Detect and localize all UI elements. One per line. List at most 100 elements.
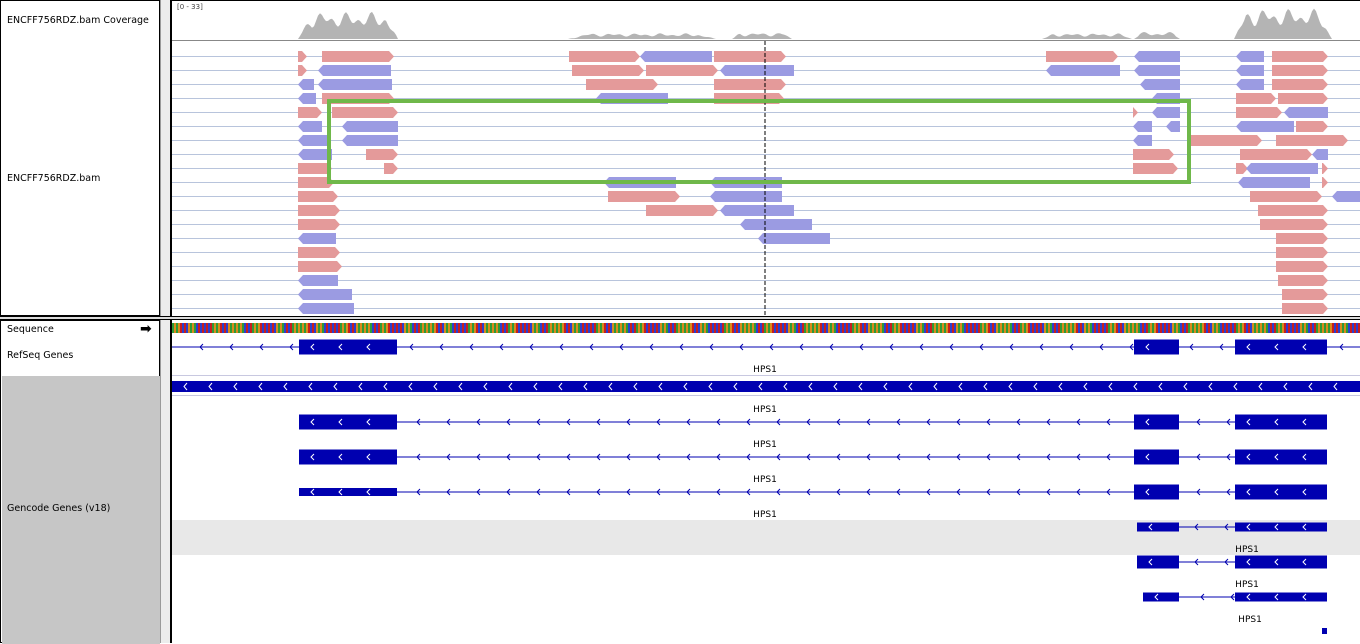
exon-block[interactable] — [1235, 555, 1327, 569]
alignment-track-label[interactable]: ENCFF756RDZ.bam — [7, 173, 101, 184]
aligned-read[interactable] — [1276, 135, 1348, 146]
aligned-read[interactable] — [1246, 163, 1318, 174]
aligned-read[interactable] — [298, 261, 342, 272]
aligned-read[interactable] — [1140, 79, 1180, 90]
aligned-read[interactable] — [1322, 177, 1328, 188]
aligned-read[interactable] — [1236, 79, 1264, 90]
exon-block[interactable] — [1235, 414, 1327, 430]
aligned-read[interactable] — [318, 65, 391, 76]
aligned-read[interactable] — [646, 65, 718, 76]
aligned-read[interactable] — [298, 51, 307, 62]
aligned-read[interactable] — [1260, 219, 1328, 230]
exon-block[interactable] — [1235, 484, 1327, 500]
aligned-read[interactable] — [1190, 135, 1262, 146]
aligned-read[interactable] — [298, 247, 340, 258]
feature-canvas[interactable]: HPS1 HPS1 HPS1 HPS1 HPS1 HPS1 HPS1 HPS1 — [172, 320, 1360, 643]
exon-block[interactable] — [1235, 339, 1327, 355]
aligned-read[interactable] — [1312, 149, 1328, 160]
exon-block[interactable] — [1134, 484, 1179, 500]
aligned-read[interactable] — [646, 205, 718, 216]
aligned-read[interactable] — [1258, 205, 1328, 216]
coverage-track-label[interactable]: ENCFF756RDZ.bam Coverage — [7, 15, 149, 26]
panel-divider[interactable] — [0, 316, 1360, 320]
aligned-read[interactable] — [1322, 163, 1328, 174]
aligned-read[interactable] — [1236, 163, 1248, 174]
aligned-read[interactable] — [720, 65, 794, 76]
aligned-read[interactable] — [1272, 51, 1328, 62]
gene-models[interactable] — [172, 339, 1360, 635]
aligned-read[interactable] — [1133, 149, 1174, 160]
aligned-read[interactable] — [298, 121, 322, 132]
aligned-read[interactable] — [1284, 107, 1328, 118]
aligned-read[interactable] — [1133, 163, 1178, 174]
aligned-reads[interactable] — [298, 51, 1360, 314]
aligned-read[interactable] — [1238, 177, 1310, 188]
exon-block[interactable] — [1235, 522, 1327, 532]
aligned-read[interactable] — [1282, 289, 1328, 300]
aligned-read[interactable] — [298, 149, 332, 160]
aligned-read[interactable] — [298, 205, 340, 216]
refseq-track-label[interactable]: RefSeq Genes — [7, 350, 74, 361]
aligned-read[interactable] — [1133, 107, 1138, 118]
aligned-read[interactable] — [710, 191, 782, 202]
aligned-read[interactable] — [1272, 79, 1328, 90]
exon-block[interactable] — [1143, 592, 1179, 602]
aligned-read[interactable] — [322, 51, 394, 62]
aligned-read[interactable] — [1133, 135, 1152, 146]
aligned-read[interactable] — [298, 65, 307, 76]
exon-block[interactable] — [1137, 522, 1179, 532]
aligned-read[interactable] — [1236, 93, 1276, 104]
aligned-read[interactable] — [298, 289, 352, 300]
aligned-read[interactable] — [298, 191, 338, 202]
aligned-read[interactable] — [342, 121, 398, 132]
aligned-read[interactable] — [714, 51, 786, 62]
aligned-read[interactable] — [1276, 261, 1328, 272]
exon-block[interactable] — [299, 488, 397, 496]
aligned-read[interactable] — [1278, 275, 1328, 286]
alignment-canvas[interactable] — [172, 1, 1360, 316]
aligned-read[interactable] — [1276, 247, 1328, 258]
aligned-read[interactable] — [366, 149, 398, 160]
aligned-read[interactable] — [298, 93, 316, 104]
aligned-read[interactable] — [1046, 51, 1118, 62]
sequence-track-label[interactable]: Sequence — [7, 324, 54, 335]
aligned-read[interactable] — [569, 51, 640, 62]
exon-block[interactable] — [1134, 414, 1179, 430]
aligned-read[interactable] — [298, 177, 334, 188]
aligned-read[interactable] — [298, 135, 327, 146]
aligned-read[interactable] — [1240, 149, 1312, 160]
aligned-read[interactable] — [1166, 121, 1180, 132]
aligned-read[interactable] — [1272, 65, 1328, 76]
aligned-read[interactable] — [1236, 107, 1282, 118]
strand-arrow-icon[interactable]: ➡ — [140, 321, 152, 337]
aligned-read[interactable] — [1133, 121, 1152, 132]
exon-block[interactable] — [1134, 449, 1179, 465]
aligned-read[interactable] — [720, 205, 794, 216]
aligned-read[interactable] — [1236, 121, 1294, 132]
exon-block[interactable] — [172, 381, 1360, 392]
aligned-read[interactable] — [740, 219, 812, 230]
aligned-read[interactable] — [318, 79, 392, 90]
exon-block[interactable] — [1134, 339, 1179, 355]
exon-block[interactable] — [299, 339, 397, 355]
aligned-read[interactable] — [758, 233, 830, 244]
aligned-read[interactable] — [384, 163, 398, 174]
aligned-read[interactable] — [1046, 65, 1120, 76]
aligned-read[interactable] — [1236, 51, 1264, 62]
aligned-read[interactable] — [298, 163, 332, 174]
exon-block[interactable] — [299, 449, 397, 465]
aligned-read[interactable] — [1250, 191, 1322, 202]
aligned-read[interactable] — [608, 191, 680, 202]
aligned-read[interactable] — [1278, 93, 1328, 104]
aligned-read[interactable] — [1332, 191, 1360, 202]
gencode-track-label[interactable]: Gencode Genes (v18) — [7, 503, 111, 514]
aligned-read[interactable] — [298, 303, 354, 314]
aligned-read[interactable] — [1134, 65, 1180, 76]
exon-block[interactable] — [299, 414, 397, 430]
aligned-read[interactable] — [1236, 65, 1264, 76]
aligned-read[interactable] — [298, 233, 336, 244]
aligned-read[interactable] — [298, 219, 340, 230]
aligned-read[interactable] — [640, 51, 712, 62]
exon-block[interactable] — [1322, 628, 1327, 634]
aligned-read[interactable] — [1276, 233, 1328, 244]
